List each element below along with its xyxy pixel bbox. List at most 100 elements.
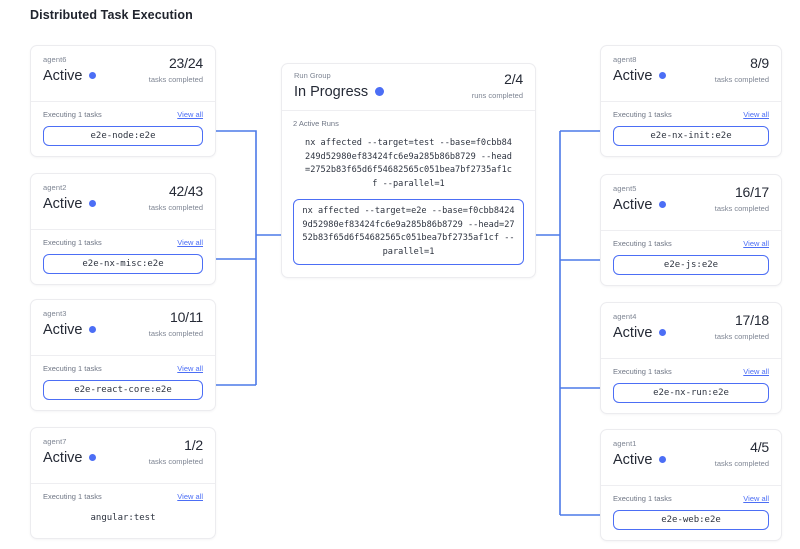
agent-status-label: Active xyxy=(613,325,653,341)
agent-task-count: 42/43 tasks completed xyxy=(149,183,203,213)
executing-label: Executing 1 tasks xyxy=(613,110,672,119)
agent-status: Active xyxy=(43,448,203,468)
executing-row: Executing 1 tasks View all xyxy=(613,494,769,503)
count-value: 23/24 xyxy=(168,55,203,71)
executing-label: Executing 1 tasks xyxy=(43,110,102,119)
task-pill[interactable]: e2e-nx-init:e2e xyxy=(613,126,769,146)
agent-name: agent4 xyxy=(613,312,637,321)
count-label: tasks completed xyxy=(148,75,203,84)
agent-status: Active xyxy=(43,320,203,340)
executing-row: Executing 1 tasks View all xyxy=(613,367,769,376)
page-title: Distributed Task Execution xyxy=(30,8,193,22)
count-label: tasks completed xyxy=(714,459,769,468)
executing-row: Executing 1 tasks View all xyxy=(613,110,769,119)
count-value: 2/4 xyxy=(504,71,523,87)
agent-card[interactable]: agent6 Active 23/24 tasks completed Exec… xyxy=(30,45,216,157)
task-pill[interactable]: e2e-node:e2e xyxy=(43,126,203,146)
agent-tasks: Executing 1 tasks View all angular:test xyxy=(31,484,215,538)
agent-tasks: Executing 1 tasks View all e2e-node:e2e xyxy=(31,102,215,156)
agent-summary: agent7 Active 1/2 tasks completed xyxy=(31,428,215,484)
agent-name: agent5 xyxy=(613,184,637,193)
view-all-link[interactable]: View all xyxy=(743,239,769,248)
agent-status: Active xyxy=(43,66,203,86)
task-pill[interactable]: e2e-js:e2e xyxy=(613,255,769,275)
count-label: tasks completed xyxy=(714,75,769,84)
executing-row: Executing 1 tasks View all xyxy=(43,492,203,501)
executing-label: Executing 1 tasks xyxy=(43,364,102,373)
task-pill[interactable]: e2e-nx-run:e2e xyxy=(613,383,769,403)
agent-status: Active xyxy=(613,195,769,215)
view-all-link[interactable]: View all xyxy=(177,492,203,501)
view-all-link[interactable]: View all xyxy=(177,110,203,119)
agent-card[interactable]: agent4 Active 17/18 tasks completed Exec… xyxy=(600,302,782,414)
agent-status-label: Active xyxy=(613,452,653,468)
agent-card[interactable]: agent8 Active 8/9 tasks completed Execut… xyxy=(600,45,782,157)
agent-summary: agent5 Active 16/17 tasks completed xyxy=(601,175,781,231)
executing-label: Executing 1 tasks xyxy=(43,238,102,247)
task-pill[interactable]: e2e-react-core:e2e xyxy=(43,380,203,400)
run-group-label: Run Group xyxy=(294,71,331,80)
agent-summary: agent6 Active 23/24 tasks completed xyxy=(31,46,215,102)
status-dot-icon xyxy=(658,456,666,463)
task-pill[interactable]: angular:test xyxy=(90,513,156,523)
agent-status-label: Active xyxy=(613,68,653,84)
agent-status-label: Active xyxy=(43,450,83,466)
agent-task-count: 4/5 tasks completed xyxy=(715,439,769,469)
agent-status-label: Active xyxy=(43,322,83,338)
agent-summary: agent1 Active 4/5 tasks completed xyxy=(601,430,781,486)
agent-status-label: Active xyxy=(613,197,653,213)
count-label: tasks completed xyxy=(148,329,203,338)
status-dot-icon xyxy=(658,72,666,79)
status-dot-icon xyxy=(375,87,385,96)
agent-card[interactable]: agent1 Active 4/5 tasks completed Execut… xyxy=(600,429,782,541)
agent-name: agent1 xyxy=(613,439,637,448)
count-value: 42/43 xyxy=(168,183,203,199)
executing-row: Executing 1 tasks View all xyxy=(43,238,203,247)
agent-name: agent2 xyxy=(43,183,67,192)
run-group-card[interactable]: Run Group In Progress 2/4 runs completed… xyxy=(281,63,536,278)
count-label: runs completed xyxy=(471,91,523,100)
count-value: 16/17 xyxy=(734,184,769,200)
run-command[interactable]: nx affected --target=test --base=f0cbb84… xyxy=(305,138,512,189)
view-all-link[interactable]: View all xyxy=(743,494,769,503)
agent-card[interactable]: agent2 Active 42/43 tasks completed Exec… xyxy=(30,173,216,285)
agent-tasks: Executing 1 tasks View all e2e-nx-run:e2… xyxy=(601,359,781,413)
status-dot-icon xyxy=(88,200,96,207)
run-command-highlighted[interactable]: nx affected --target=e2e --base=f0cbb842… xyxy=(293,199,524,265)
agent-tasks: Executing 1 tasks View all e2e-web:e2e xyxy=(601,486,781,540)
agent-task-count: 17/18 tasks completed xyxy=(715,312,769,342)
executing-label: Executing 1 tasks xyxy=(613,239,672,248)
agent-summary: agent4 Active 17/18 tasks completed xyxy=(601,303,781,359)
agent-card[interactable]: agent3 Active 10/11 tasks completed Exec… xyxy=(30,299,216,411)
view-all-link[interactable]: View all xyxy=(743,367,769,376)
agent-task-count: 23/24 tasks completed xyxy=(149,55,203,85)
status-dot-icon xyxy=(88,454,96,461)
task-pill[interactable]: e2e-nx-misc:e2e xyxy=(43,254,203,274)
status-dot-icon xyxy=(658,329,666,336)
agent-name: agent8 xyxy=(613,55,637,64)
count-label: tasks completed xyxy=(148,457,203,466)
agent-status: Active xyxy=(613,66,769,86)
run-group-summary: Run Group In Progress 2/4 runs completed xyxy=(282,64,535,111)
agent-tasks: Executing 1 tasks View all e2e-react-cor… xyxy=(31,356,215,410)
task-pill[interactable]: e2e-web:e2e xyxy=(613,510,769,530)
count-label: tasks completed xyxy=(714,204,769,213)
agent-status: Active xyxy=(613,323,769,343)
view-all-link[interactable]: View all xyxy=(177,364,203,373)
view-all-link[interactable]: View all xyxy=(177,238,203,247)
agent-card[interactable]: agent7 Active 1/2 tasks completed Execut… xyxy=(30,427,216,539)
agent-card[interactable]: agent5 Active 16/17 tasks completed Exec… xyxy=(600,174,782,286)
agent-name: agent7 xyxy=(43,437,67,446)
run-group-status: In Progress xyxy=(294,82,523,102)
agent-name: agent3 xyxy=(43,309,67,318)
active-runs-label: 2 Active Runs xyxy=(293,119,339,128)
view-all-link[interactable]: View all xyxy=(743,110,769,119)
executing-label: Executing 1 tasks xyxy=(43,492,102,501)
executing-row: Executing 1 tasks View all xyxy=(43,364,203,373)
run-group-count: 2/4 runs completed xyxy=(472,71,523,101)
executing-row: Executing 1 tasks View all xyxy=(613,239,769,248)
agent-status: Active xyxy=(613,450,769,470)
count-value: 17/18 xyxy=(734,312,769,328)
status-dot-icon xyxy=(658,201,666,208)
agent-status-label: Active xyxy=(43,196,83,212)
